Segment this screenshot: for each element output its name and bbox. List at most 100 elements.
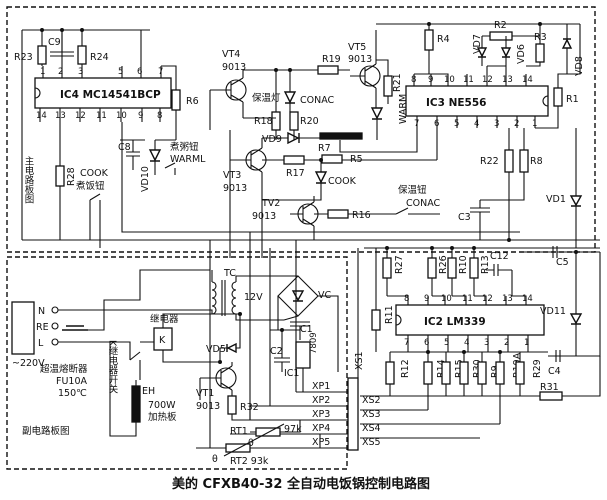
led-conac [283,91,297,104]
terminal-re-label: RE [36,322,49,333]
resistor-r28 [55,165,65,187]
ic2-pin-top-11: 11 [462,294,473,304]
junction-dots [40,22,578,364]
ic2-pin-top-10: 10 [441,294,452,304]
warm-lamp-label: 保温灯 [252,92,281,104]
sub-board-label: 副电路板图 [22,425,70,437]
resistor-r18 [271,111,281,131]
ic2-pin-bottom-1: 1 [524,338,529,348]
r19-label: R19 [322,54,341,65]
r29-label: R29 [532,359,543,378]
vd11-label: VD11 [540,306,566,317]
sub-board-outline [6,256,348,470]
xs4-label: XS4 [362,423,381,434]
diode-vd10 [148,149,162,162]
r20-label: R20 [300,116,319,127]
c8-label: C8 [118,142,131,153]
ic4-pin-bottom-11: 11 [96,111,107,121]
resistor-r30 [459,361,469,385]
resistor-r32 [227,395,237,415]
vt4-label: VT4 [222,49,240,60]
diode-vd5 [226,342,237,354]
terminal-l-label: L [38,338,44,349]
heater-power-label: 700W [148,400,176,411]
resistor-r9 [477,361,487,385]
resistor-r15 [441,361,451,385]
ic4-chip: IC4 MC14541BCP 1 2 3 5 6 7 14 13 12 11 1… [34,67,172,121]
bridge-rectifier-vc [277,275,319,317]
c1-label: C1 [300,324,313,335]
rt1-theta-label: θ [248,438,254,449]
ic2-pin-bottom-2: 2 [504,338,509,348]
ic3-pin-top-10: 10 [444,75,455,85]
r13-label: R13 [480,255,491,274]
ic3-pin-top-14: 14 [522,75,533,85]
resistor-r12 [385,361,395,385]
ic3-label: IC3 NE556 [426,97,486,109]
main-board-label: 主电路板图 [23,155,35,204]
vt3-label: VT3 [223,170,241,181]
r16-label: R16 [352,210,371,221]
fuse-temp-label: 150℃ [58,388,87,399]
reg-7809-label: 7809 [309,332,319,354]
ic3-pin-top-11: 11 [463,75,474,85]
resistor-r29 [515,361,525,385]
r4-label: R4 [437,34,450,45]
ic2-pin-top-8: 8 [404,294,409,304]
c9-label: C9 [48,37,61,48]
c2-label: C2 [270,346,283,357]
fuse-name-label: 超温熔断器 [40,363,88,375]
fuse-rating-label: FU10A [56,376,88,387]
heater-eh [131,385,141,423]
tv2-type-label: 9013 [252,211,276,222]
ic2-pin-top-12: 12 [482,294,493,304]
r6-label: R6 [186,96,199,107]
c12-label: C12 [490,251,509,262]
r31-label: R31 [540,382,559,393]
r21-label: R21 [392,73,403,92]
rt1-label: RT1 [230,426,248,437]
xs5-label: XS5 [362,437,381,448]
r22-label: R22 [480,156,499,167]
transformer-voltage-label: 12V [244,292,263,303]
c3-label: C3 [458,212,471,223]
resistor-r3 [535,43,545,63]
r27-label: R27 [394,255,405,274]
diode-vd11 [569,313,583,325]
transformer-label: TC [223,268,236,279]
ic2-chip: IC2 LM339 8 9 10 11 12 13 14 7 6 5 4 3 2… [395,294,545,348]
heater-desc-label: 加热板 [148,411,177,423]
r10-label: R10 [458,255,469,274]
resistor-r13 [469,257,479,279]
heater-name-label: EH [142,386,155,397]
xp2-label: XP2 [312,395,330,406]
resistor-r8 [519,149,529,173]
resistor-r31 [539,391,563,401]
ic3-pin-top-13: 13 [502,75,513,85]
diode-vd6 [500,47,512,58]
resistor-r1 [553,87,563,107]
ac-voltage-label: ~220V [12,358,45,369]
warm-button-label: 煮粥钮 [170,141,199,153]
vd1-label: VD1 [546,194,566,205]
ic2-pin-top-9: 9 [424,294,429,304]
ic4-pin-bottom-9: 9 [138,111,143,121]
ic2-pin-bottom-6: 6 [424,338,429,348]
r11-label: R11 [384,305,395,324]
diagram-caption: 美的 CFXB40-32 全自动电饭锅控制电路图 [172,476,430,492]
vt5-label: VT5 [348,42,366,53]
conac-led-label: CONAC [300,95,335,106]
terminal-n-label: N [38,306,45,317]
vd10-label: VD10 [140,166,151,192]
ic2-label: IC2 LM339 [424,316,486,328]
r7-label: R7 [318,143,331,154]
ic2-pin-bottom-5: 5 [444,338,449,348]
resistor-r17 [283,155,305,165]
warml-label: WARML [170,154,206,165]
tv2-label: TV2 [261,198,280,209]
r2-label: R2 [494,20,507,31]
resistor-r4 [424,29,434,51]
ic4-pin-top-6: 6 [137,67,142,77]
resistor-r5 [321,154,343,164]
